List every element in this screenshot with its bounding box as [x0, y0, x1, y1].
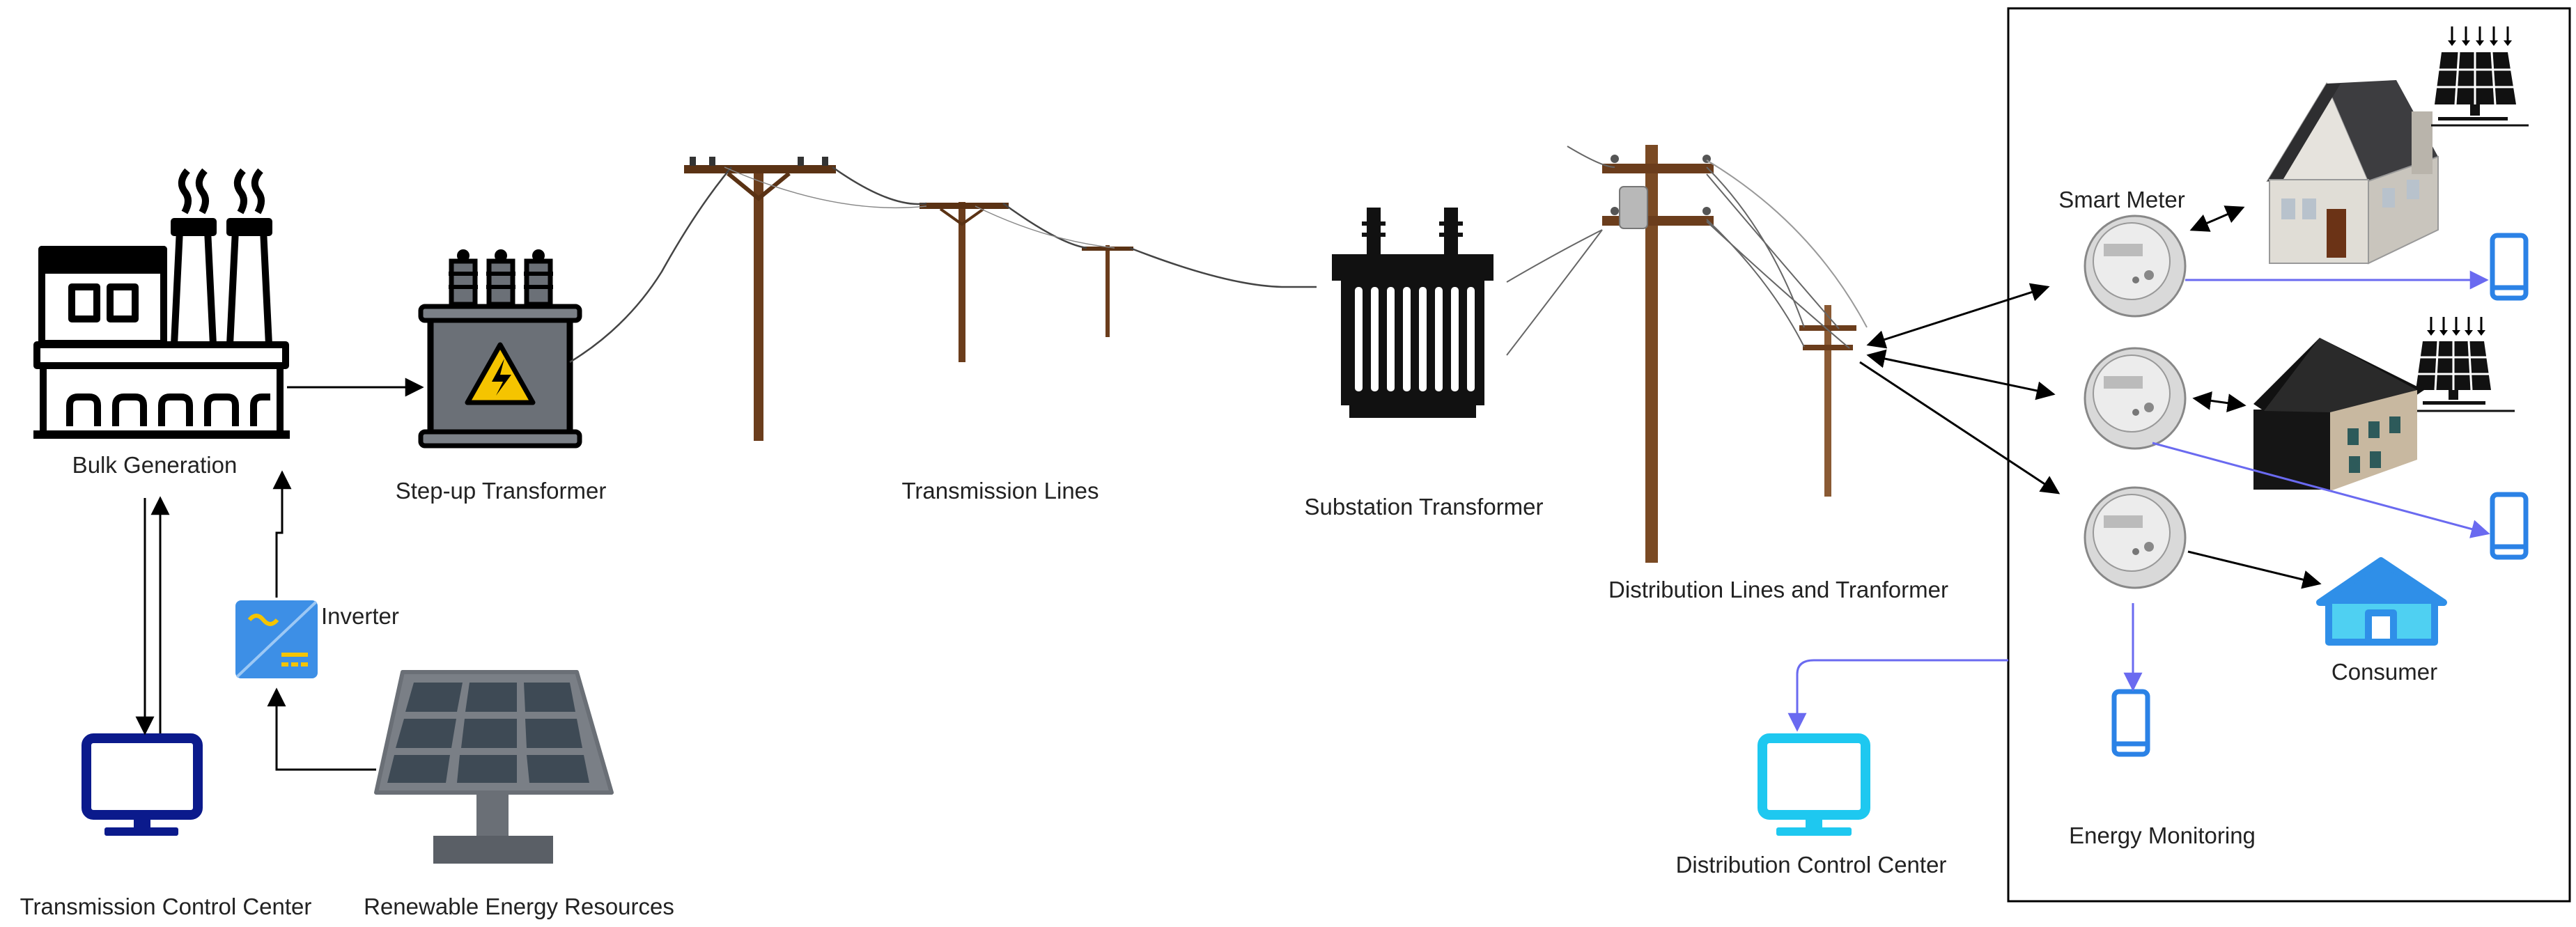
- solar-panel-icon: [2416, 317, 2515, 412]
- smart-meter-icon: [2084, 347, 2187, 450]
- solar-panel-icon: [2431, 26, 2529, 127]
- monitor-icon: [1758, 733, 1870, 836]
- monitor-icon: [82, 733, 203, 836]
- factory-icon: [33, 168, 290, 439]
- house-icon: [2316, 557, 2447, 646]
- substation-transformer-label: Substation Transformer: [1304, 494, 1544, 520]
- consumer-premises-box: [2007, 7, 2571, 903]
- house-icon: [2253, 338, 2424, 491]
- step-up-transformer-label: Step-up Transformer: [395, 478, 607, 504]
- power-pole-icon: [1602, 145, 1714, 563]
- phone-icon: [2490, 492, 2529, 560]
- consumer-label: Consumer: [2331, 659, 2438, 685]
- power-pole-icon: [1799, 305, 1856, 497]
- inverter-label: Inverter: [321, 603, 399, 629]
- energy-monitoring-label: Energy Monitoring: [2069, 823, 2256, 848]
- inverter-icon: [235, 600, 318, 678]
- transmission-control-center-label: Transmission Control Center: [20, 894, 312, 919]
- transmission-lines-label: Transmission Lines: [901, 478, 1099, 504]
- power-pole-icon: [1082, 245, 1133, 337]
- house-icon: [2266, 80, 2439, 265]
- smart-meter-icon: [2084, 215, 2187, 318]
- renewable-energy-resources-label: Renewable Energy Resources: [364, 894, 674, 919]
- solar-panel-icon: [374, 670, 614, 864]
- phone-icon: [2490, 233, 2529, 301]
- substation-transformer-icon: [1332, 208, 1493, 418]
- smart-meter-label: Smart Meter: [2058, 187, 2185, 212]
- transformer-icon: [418, 249, 582, 449]
- bulk-generation-label: Bulk Generation: [72, 452, 238, 478]
- distribution-lines-label: Distribution Lines and Tranformer: [1608, 577, 1948, 602]
- smart-meter-icon: [2084, 486, 2187, 589]
- distribution-control-center-label: Distribution Control Center: [1675, 852, 1947, 878]
- power-pole-icon: [920, 202, 1009, 362]
- phone-icon: [2111, 689, 2150, 757]
- power-pole-icon: [684, 157, 836, 441]
